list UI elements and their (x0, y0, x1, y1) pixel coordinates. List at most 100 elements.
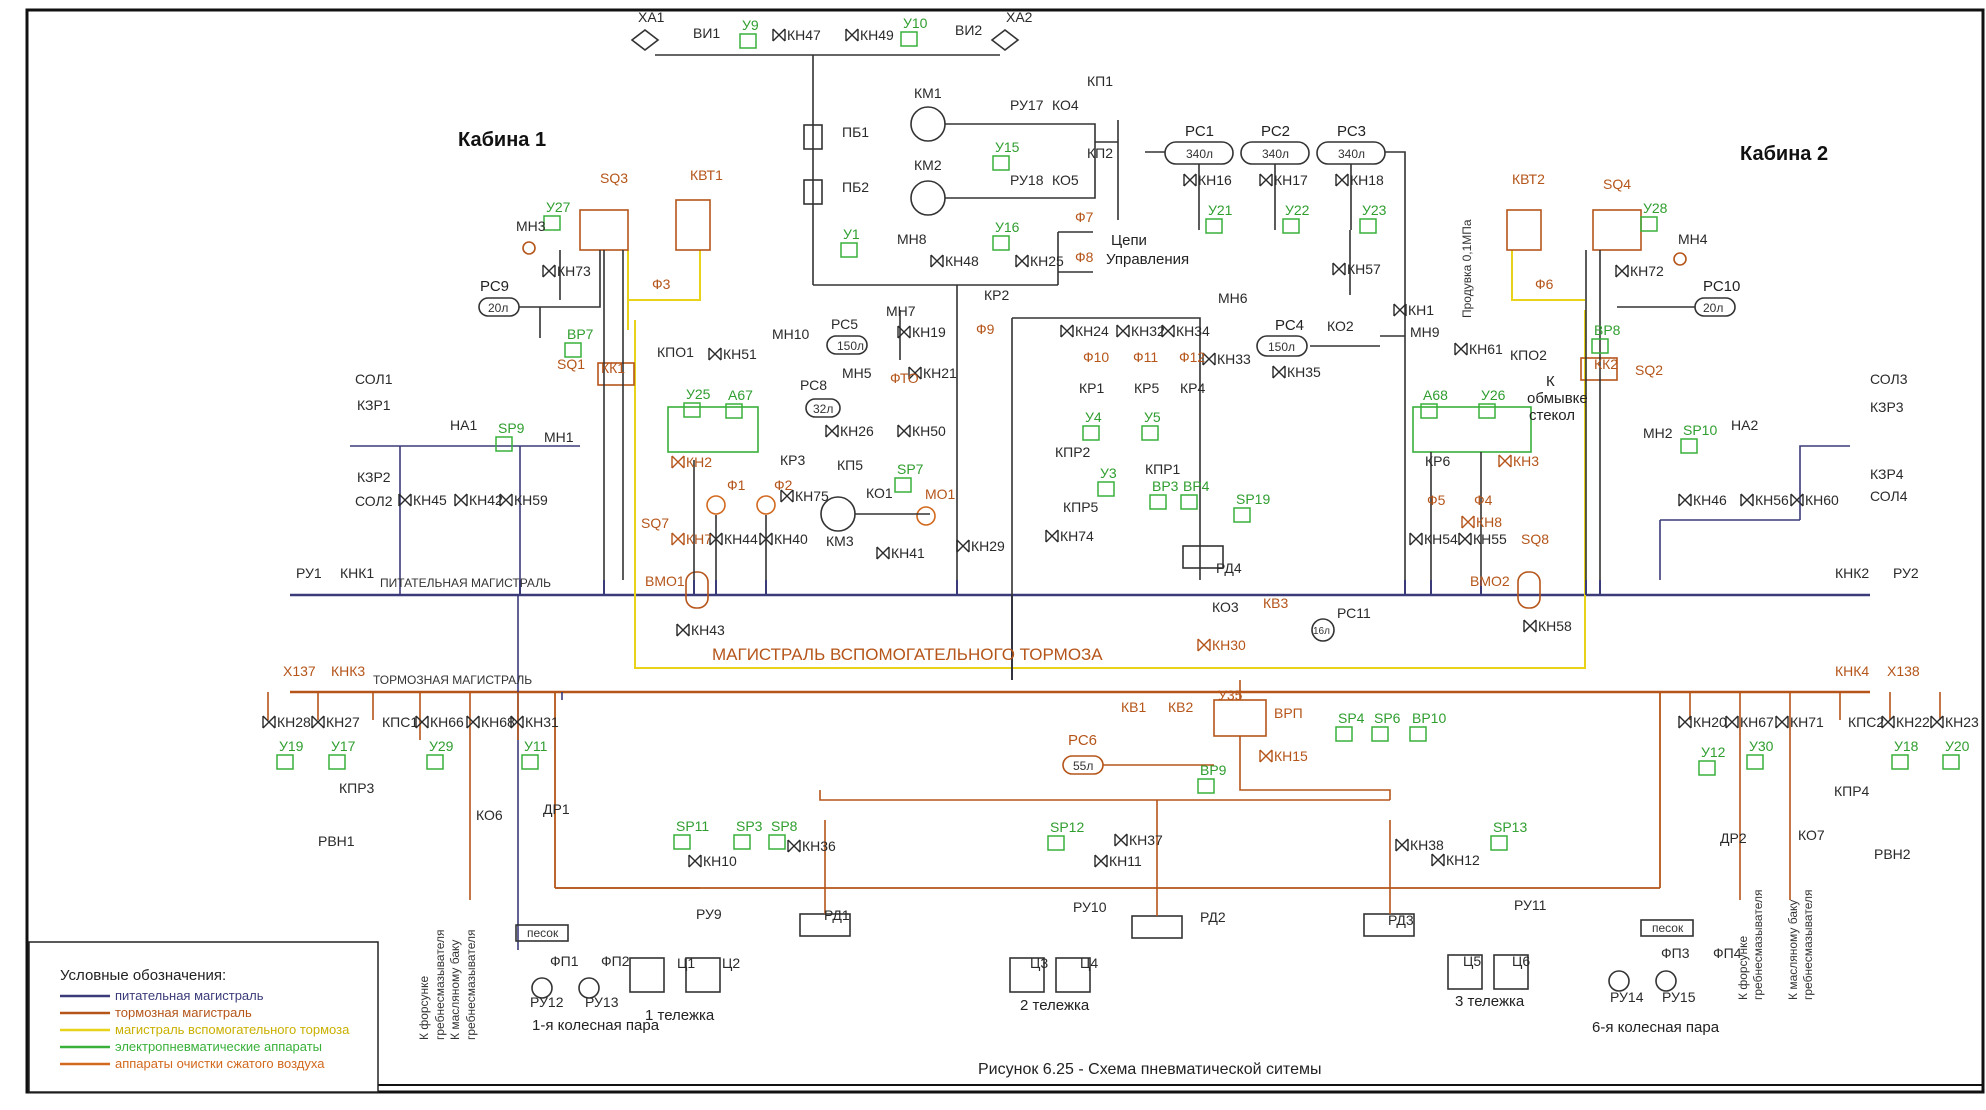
epn-valve-icon (426, 754, 444, 770)
component-label: РУ15 (1662, 989, 1696, 1005)
oil1a: К масляному баку (448, 940, 462, 1040)
component-label: SP19 (1236, 491, 1270, 507)
sand-box-2 (1640, 919, 1694, 937)
component-label: У17 (331, 738, 356, 754)
component-label: ФП2 (601, 953, 630, 969)
kk1-box (597, 362, 635, 386)
component-label: Х138 (1887, 663, 1920, 679)
component-label: КН26 (840, 423, 874, 439)
tank-rc5 (826, 335, 868, 355)
u25-box (667, 406, 759, 453)
component-label: У22 (1285, 202, 1310, 218)
component-label: РУ13 (585, 994, 619, 1010)
epn-valve-icon (1047, 835, 1065, 851)
component-label: РД4 (1216, 560, 1242, 576)
epn-valve-icon (1490, 835, 1508, 851)
valve-icon (510, 715, 524, 729)
epn-valve-icon (733, 834, 751, 850)
component-label: МН1 (544, 429, 574, 445)
main-lines (267, 250, 1941, 950)
component-label: КО6 (476, 807, 503, 823)
component-label: КН32 (1131, 323, 1165, 339)
brake-drops-right (1689, 692, 1941, 900)
tank-rc8 (805, 398, 841, 418)
component-label: КПР3 (339, 780, 375, 796)
cab1-title: Кабина 1 (458, 129, 546, 151)
supply-right-branch (1659, 445, 1850, 580)
valve-icon (454, 493, 468, 507)
component-label: КНК4 (1835, 663, 1869, 679)
component-label: У20 (1945, 738, 1970, 754)
valve-icon (1161, 324, 1175, 338)
component-label: КН22 (1896, 714, 1930, 730)
oil2a: К масляному баку (1786, 900, 1800, 1000)
tank-drops (1198, 164, 1352, 295)
control-feed (813, 231, 1093, 286)
component-label: КН1 (1408, 302, 1434, 318)
cylinder-c2 (685, 957, 721, 993)
valve-icon (1930, 715, 1944, 729)
epn-valve-icon (683, 402, 701, 418)
component-label: КР5 (1134, 380, 1159, 396)
component-label: КН19 (912, 324, 946, 340)
component-label: Ф6 (1535, 276, 1554, 292)
rc3-name: РС3 (1337, 123, 1366, 140)
component-label: КН57 (1347, 261, 1381, 277)
valve-icon (787, 839, 801, 853)
valve-icon (897, 325, 911, 339)
valve-icon (1431, 853, 1445, 867)
component-label: КН42 (469, 492, 503, 508)
valve-icon (1183, 173, 1197, 187)
component-label: КН37 (1129, 832, 1163, 848)
component-label: КН3 (1513, 453, 1539, 469)
vrp-box (1213, 699, 1267, 737)
component-label: КН29 (971, 538, 1005, 554)
sq4-body (1592, 209, 1642, 251)
rc3-vol: 340л (1338, 147, 1365, 161)
rc9-vol: 20л (488, 301, 508, 315)
component-label: КПС1 (382, 714, 418, 730)
components (478, 28, 1736, 999)
component-label: КН68 (481, 714, 515, 730)
component-label: КН23 (1945, 714, 1979, 730)
cylinder-c3 (1009, 957, 1045, 993)
component-label: КН40 (774, 531, 808, 547)
epn-valve-icon (328, 754, 346, 770)
component-label: У11 (524, 738, 548, 754)
valve-icon (398, 493, 412, 507)
component-label: У27 (546, 199, 571, 215)
flange1b: гребнесмазывателя (433, 930, 447, 1040)
component-label: У9 (742, 17, 759, 33)
valve-icon (1409, 532, 1423, 546)
valve-icon (415, 715, 429, 729)
valve-icon (262, 715, 276, 729)
component-label: ВИ2 (955, 22, 982, 38)
component-label: КМ1 (914, 85, 942, 101)
component-label: КН67 (1740, 714, 1774, 730)
epn-valve-icon (1197, 778, 1215, 794)
valve-icon (1094, 854, 1108, 868)
component-label: РУ11 (1514, 897, 1547, 913)
epn-valve-icon (900, 31, 918, 47)
component-label: КН11 (1109, 853, 1142, 869)
component-label: А67 (728, 387, 753, 403)
component-label: SP10 (1683, 422, 1717, 438)
tank-rc4 (1256, 335, 1308, 357)
component-label: КЗР3 (1870, 399, 1904, 415)
valve-icon (1332, 262, 1346, 276)
vmo2 (1517, 571, 1541, 609)
component-label: КК1 (601, 360, 625, 376)
component-label: ВР3 (1152, 478, 1179, 494)
xa1-symbol (630, 28, 660, 52)
component-label: У18 (1894, 738, 1919, 754)
component-label: РВН1 (318, 833, 355, 849)
component-label: КО1 (866, 485, 893, 501)
figure-caption: Рисунок 6.25 - Схема пневматической сите… (978, 1061, 1321, 1078)
valve-icon (671, 455, 685, 469)
component-label: SQ3 (600, 170, 628, 186)
component-label: У35 (1218, 687, 1243, 703)
sq3-body (579, 209, 629, 251)
brake-line-label: ТОРМОЗНАЯ МАГИСТРАЛЬ (373, 673, 532, 687)
valve-icon (708, 347, 722, 361)
component-label: КР2 (984, 287, 1009, 303)
